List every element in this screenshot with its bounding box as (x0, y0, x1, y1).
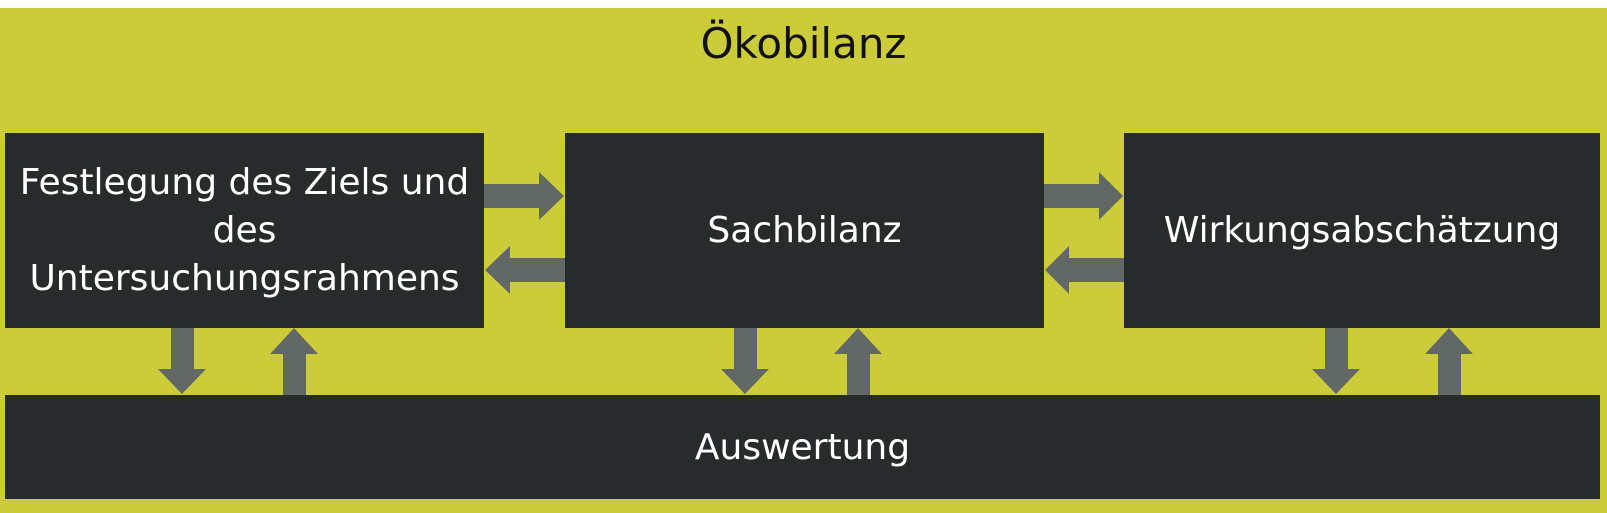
inventory-analysis-label: Sachbilanz (707, 210, 902, 251)
goal-and-scope-label: Festlegung des Ziels und des Untersuchun… (19, 161, 470, 299)
impact-assessment-label: Wirkungsabschätzung (1163, 210, 1561, 251)
impact-assessment-box: Wirkungsabschätzung (1124, 133, 1600, 328)
goal-and-scope-box: Festlegung des Ziels und des Untersuchun… (5, 133, 484, 328)
interpretation-label: Auswertung (694, 426, 911, 468)
interpretation-box: Auswertung (5, 395, 1600, 499)
inventory-analysis-box: Sachbilanz (565, 133, 1044, 328)
diagram-title: Ökobilanz (700, 19, 907, 68)
